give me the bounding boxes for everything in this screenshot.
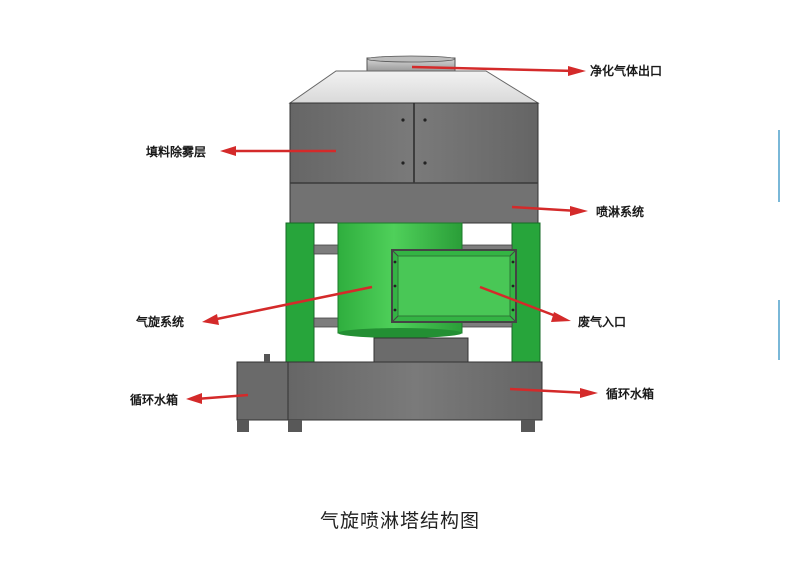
label-spray: 喷淋系统	[596, 205, 645, 219]
inlet-duct	[391, 249, 517, 323]
arrow-spray	[511, 205, 588, 216]
packing-demister-section	[289, 102, 539, 184]
arrow-tank-left	[186, 393, 249, 404]
label-inlet: 废气入口	[578, 315, 627, 329]
label-outlet: 净化气体出口	[590, 64, 663, 78]
label-tank-right: 循环水箱	[606, 387, 655, 401]
callout-arrows	[186, 65, 598, 404]
label-cyclone: 气旋系统	[136, 315, 185, 329]
arrow-packing	[220, 146, 336, 156]
top-hood	[288, 70, 540, 104]
edge-mark-bottom	[778, 300, 780, 360]
arrow-tank-right	[509, 387, 598, 398]
arrow-inlet	[479, 285, 571, 322]
base-plinth	[373, 337, 469, 363]
label-tank-left: 循环水箱	[130, 393, 179, 407]
spray-section	[289, 182, 539, 224]
arrow-cyclone	[202, 285, 373, 325]
main-water-tank	[287, 361, 543, 432]
outlet-pipe	[366, 55, 456, 72]
label-packing: 填料除雾层	[146, 145, 207, 159]
left-water-tank	[236, 354, 291, 432]
edge-mark-top	[778, 130, 780, 202]
arrow-outlet	[411, 65, 586, 76]
diagram-caption: 气旋喷淋塔结构图	[319, 510, 480, 532]
